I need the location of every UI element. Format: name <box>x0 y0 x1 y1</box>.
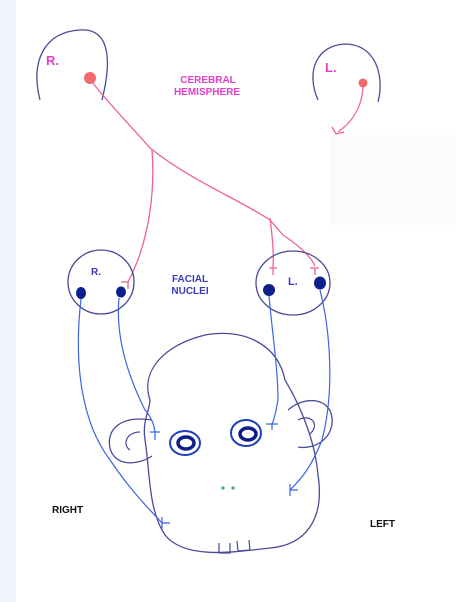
fiber-to-left-nucleus-upper <box>270 218 273 268</box>
left-upper-face-nerve-end <box>266 424 278 430</box>
facial-label: FACIAL <box>172 274 208 285</box>
hemisphere-label: HEMISPHERE <box>174 87 240 98</box>
left-nucleus-lower-face-neuron <box>314 277 326 290</box>
right-nostril <box>221 486 224 489</box>
right-nucleus-label: R. <box>91 267 101 278</box>
right-cortical-neuron <box>84 72 96 84</box>
left-nucleus-label: L. <box>288 276 298 288</box>
right-nucleus-lower-face-neuron <box>116 287 126 298</box>
fiber-to-right-nucleus <box>128 150 153 282</box>
nuclei-label: NUCLEI <box>171 286 208 297</box>
right-eye-inner <box>178 437 194 449</box>
left-tooth <box>237 540 250 551</box>
right-lower-face-nerve-end <box>150 432 160 440</box>
left-side-label: LEFT <box>370 519 395 530</box>
left-nucleus-upper-synapse <box>269 268 277 275</box>
right-lower-face-nerve <box>118 298 155 432</box>
right-nucleus-upper-face-neuron <box>76 287 86 299</box>
right-hemisphere-label: R. <box>46 53 59 68</box>
left-nostril <box>231 486 234 489</box>
left-cortical-neuron <box>359 79 368 88</box>
left-lower-face-nerve <box>290 290 330 490</box>
fiber-to-left-nucleus-lower <box>283 235 315 266</box>
left-eye-inner <box>240 428 256 440</box>
left-nucleus-upper-face-neuron <box>263 284 275 296</box>
left-nucleus-lower-synapse <box>310 268 319 275</box>
right-side-label: RIGHT <box>52 505 83 516</box>
left-cortical-fiber <box>338 87 363 132</box>
cerebral-label: CEREBRAL <box>180 75 236 86</box>
right-ear-inner <box>126 432 140 450</box>
right-corticobulbar-tract <box>92 82 283 235</box>
left-hemisphere-outline <box>313 44 380 102</box>
left-hemisphere-label: L. <box>325 60 337 75</box>
right-upper-face-nerve-end <box>162 517 170 529</box>
